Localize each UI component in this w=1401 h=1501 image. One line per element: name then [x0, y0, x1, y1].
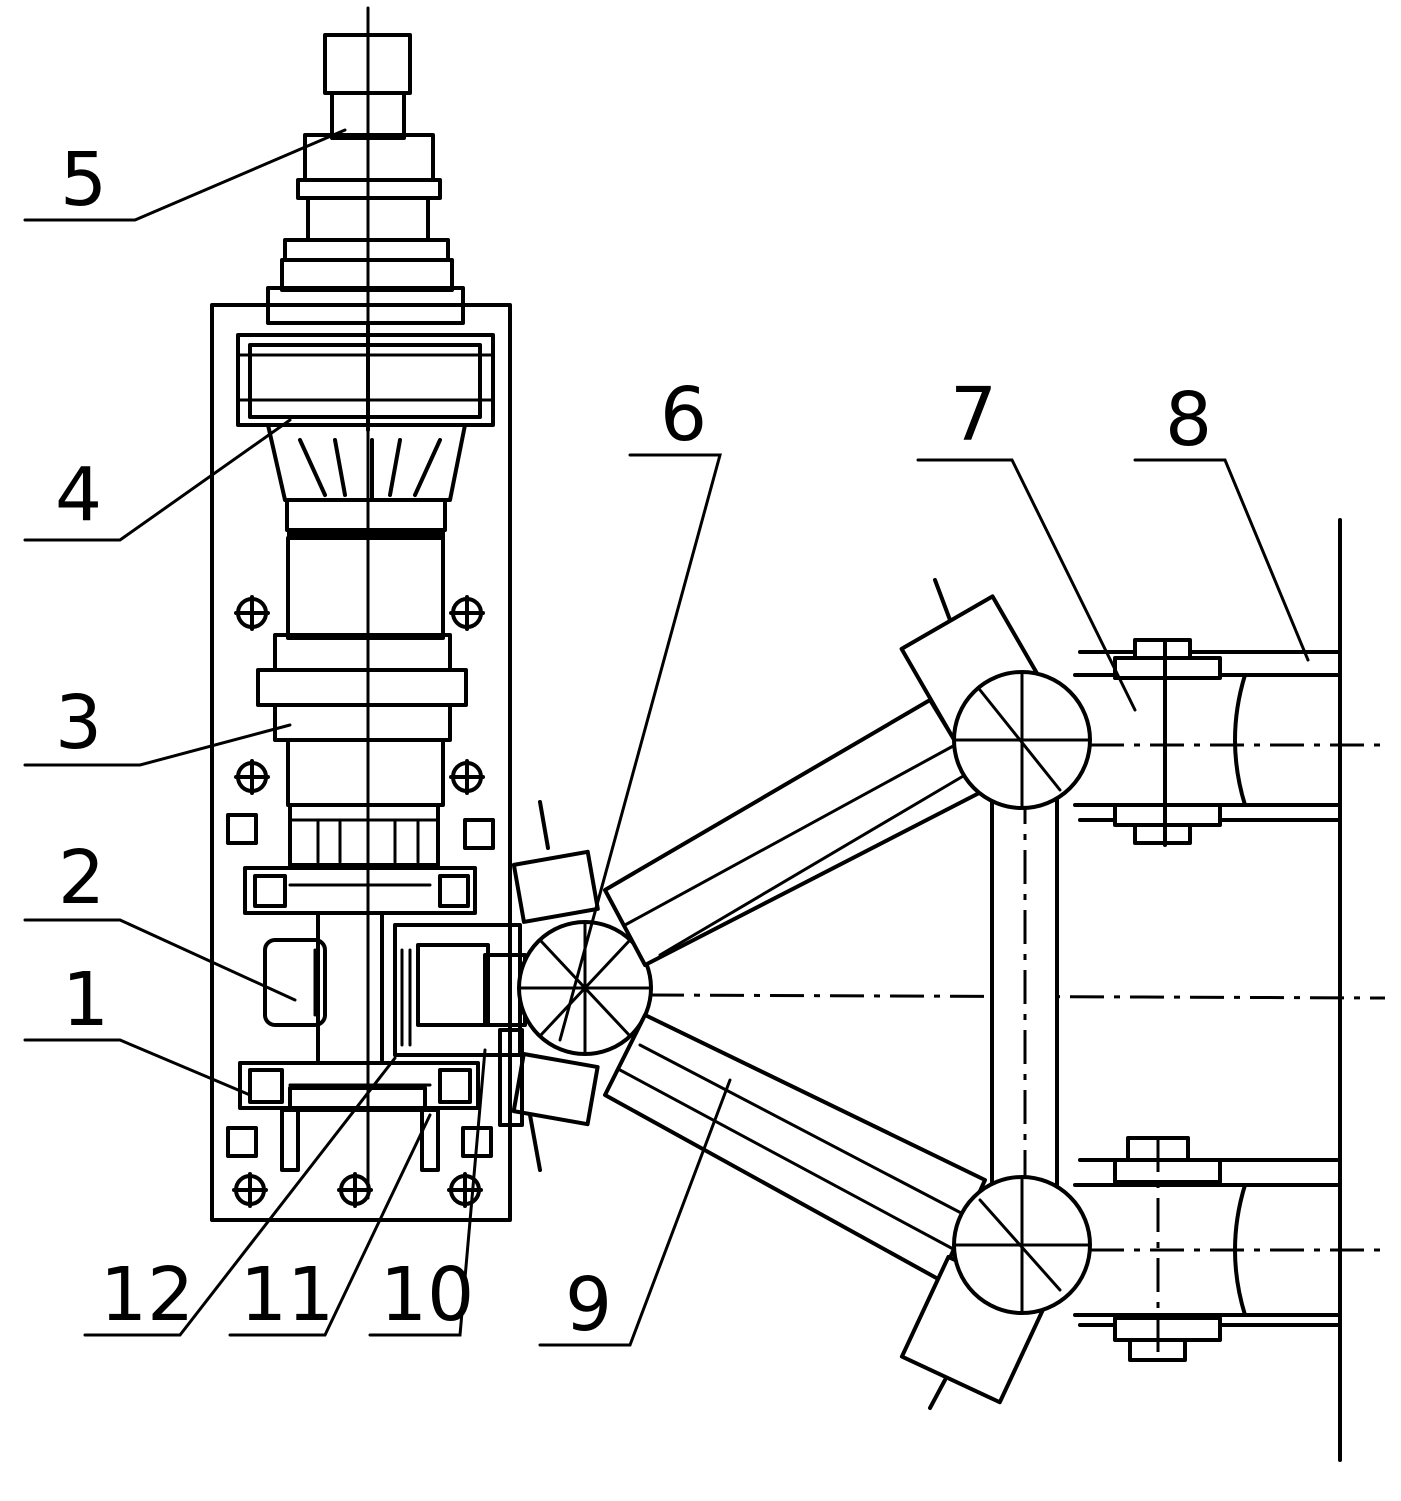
bolt-icon	[234, 595, 270, 631]
callout-label-11: 11	[240, 1252, 334, 1338]
callout-labels: 5 4 3 2 1 12 11 10 9 6 7 8	[55, 137, 1212, 1348]
lower-carriage	[1073, 1136, 1385, 1362]
callout-label-4: 4	[55, 452, 102, 538]
upper-arm	[603, 698, 987, 967]
upper-bearing-block	[243, 866, 477, 915]
lower-joint	[899, 1175, 1092, 1410]
bolt-icon	[232, 1172, 268, 1208]
callout-label-12: 12	[100, 1252, 194, 1338]
callout-leaders	[23, 128, 1310, 1347]
upper-carriage	[1073, 518, 1385, 1462]
bolt-icon	[337, 1172, 373, 1208]
pivot-hub	[498, 800, 653, 1172]
coupling	[263, 913, 527, 1062]
callout-label-6: 6	[660, 372, 707, 458]
bolt-icon	[449, 759, 485, 795]
bolt-symbols	[232, 595, 485, 1208]
lower-bearing-block	[238, 1061, 480, 1172]
callout-label-8: 8	[1165, 377, 1212, 463]
lower-arm	[603, 1013, 987, 1282]
callout-label-9: 9	[565, 1262, 612, 1348]
bolt-icon	[234, 759, 270, 795]
callout-label-3: 3	[55, 680, 102, 766]
bolt-icon	[449, 595, 485, 631]
callout-label-7: 7	[950, 372, 997, 458]
gear-housing	[236, 286, 495, 539]
column-flange	[256, 536, 468, 867]
top-drive	[280, 33, 454, 292]
base-plate	[210, 303, 512, 1222]
callout-label-1: 1	[62, 957, 109, 1043]
vertical-link	[990, 788, 1059, 1192]
callout-label-10: 10	[380, 1252, 474, 1338]
upper-joint	[899, 578, 1092, 810]
callout-label-5: 5	[60, 137, 107, 223]
bolt-icon	[447, 1172, 483, 1208]
callout-label-2: 2	[58, 835, 105, 921]
